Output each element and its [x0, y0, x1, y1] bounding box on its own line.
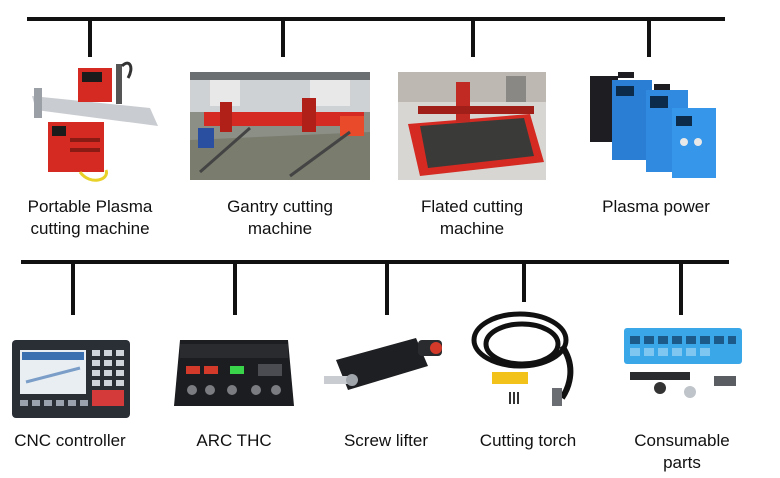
top-branch-1 [88, 17, 92, 57]
screw-lifter-icon [322, 330, 448, 406]
bottom-branch-4 [522, 260, 526, 302]
caption-cnc-controller: CNC controller [14, 431, 126, 450]
arc-thc-icon [170, 336, 298, 416]
plasma-power-supply-icon [588, 70, 720, 182]
cnc-controller-icon [10, 338, 132, 420]
caption-plasma-power: Plasma power [602, 197, 710, 216]
consumable-parts-icon [620, 322, 746, 404]
bottom-branch-5 [679, 260, 683, 315]
caption-flat-table: Flated cutting machine [420, 197, 524, 238]
top-branch-4 [647, 17, 651, 57]
caption-gantry: Gantry cutting machine [227, 197, 333, 238]
caption-screw-lifter: Screw lifter [343, 431, 429, 450]
cutting-torch-icon [466, 306, 582, 410]
top-connector-line [27, 17, 725, 21]
top-branch-3 [471, 17, 475, 57]
bottom-branch-1 [71, 260, 75, 315]
bottom-branch-3 [385, 260, 389, 315]
bottom-branch-2 [233, 260, 237, 315]
bottom-connector-line [21, 260, 729, 264]
caption-arc-thc: ARC THC [196, 431, 272, 450]
top-branch-2 [281, 17, 285, 57]
flat-cutting-table-icon [398, 72, 546, 180]
caption-consumable-parts: Consumable parts [634, 431, 730, 472]
caption-cutting-torch: Cutting torch [479, 431, 577, 450]
gantry-cutting-machine-icon [190, 72, 370, 180]
caption-portable-plasma: Portable Plasma cutting machine [27, 197, 153, 238]
portable-plasma-cutter-icon [30, 58, 162, 188]
